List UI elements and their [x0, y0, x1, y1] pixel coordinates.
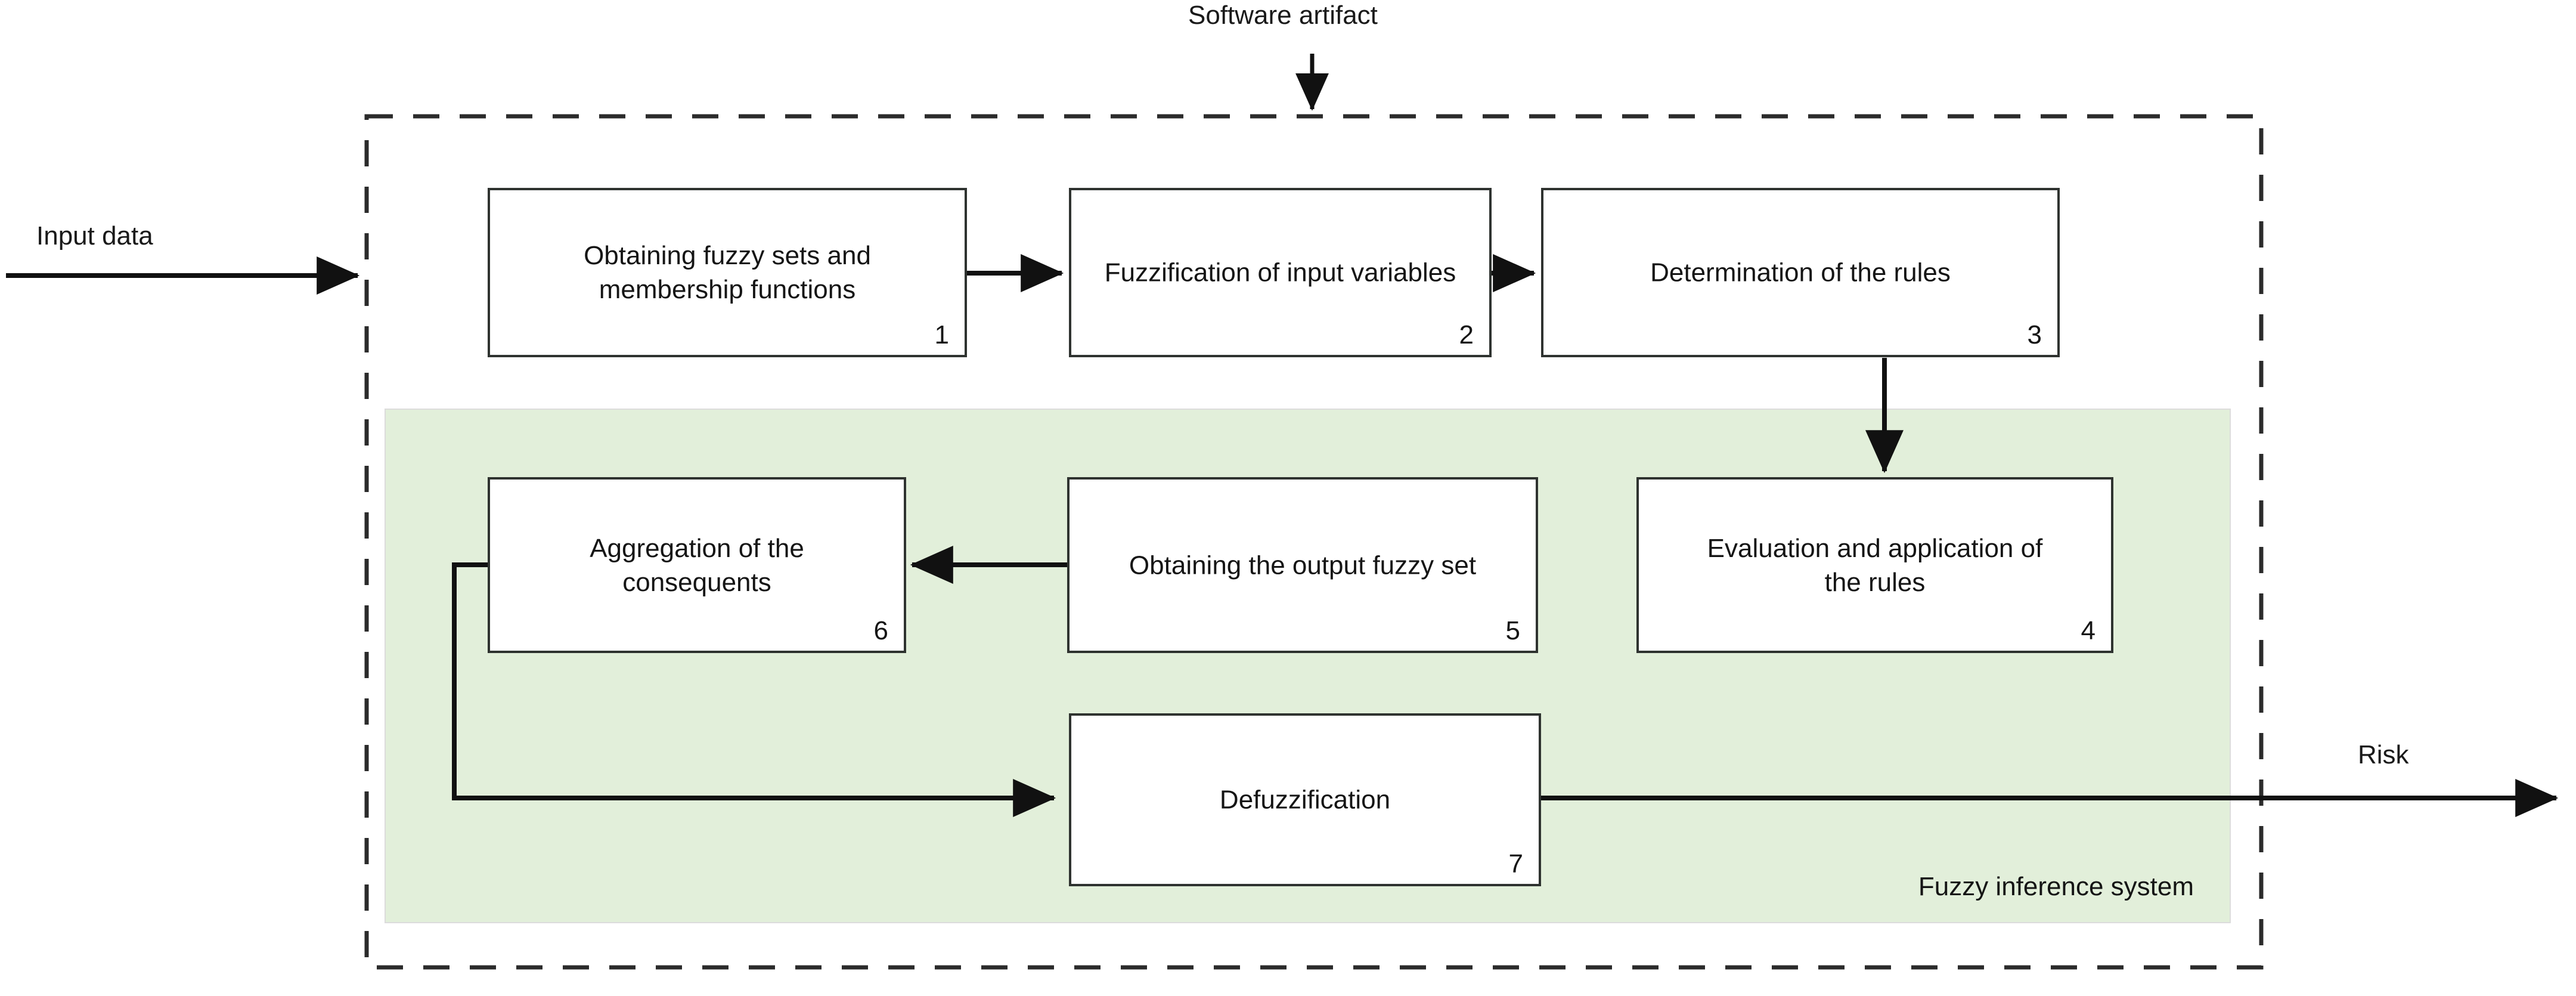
- node-6-label: Aggregation of the consequents: [590, 533, 804, 597]
- node-6-aggregation-consequents[interactable]: Aggregation of the consequents 6: [488, 477, 906, 653]
- node-4-evaluation-application[interactable]: Evaluation and application of the rules …: [1636, 477, 2113, 653]
- software-artifact-boundary: [364, 114, 2264, 970]
- node-3-number: 3: [2027, 320, 2042, 349]
- node-7-label: Defuzzification: [1219, 785, 1391, 815]
- edge-n6-to-n7: [452, 562, 1056, 817]
- node-1-obtaining-fuzzy-sets[interactable]: Obtaining fuzzy sets and membership func…: [488, 188, 967, 357]
- node-5-output-fuzzy-set[interactable]: Obtaining the output fuzzy set 5: [1067, 477, 1538, 653]
- node-7-number: 7: [1508, 849, 1523, 879]
- node-7-defuzzification[interactable]: Defuzzification 7: [1069, 713, 1541, 886]
- node-5-number: 5: [1505, 616, 1520, 645]
- risk-label: Risk: [2358, 740, 2409, 769]
- node-3-determination-of-rules[interactable]: Determination of the rules 3: [1541, 188, 2060, 357]
- software-artifact-label: Software artifact: [1188, 1, 1378, 30]
- node-1-label: Obtaining fuzzy sets and membership func…: [584, 240, 871, 304]
- node-2-number: 2: [1459, 320, 1474, 349]
- node-1-number: 1: [934, 320, 949, 349]
- input-data-label: Input data: [36, 221, 153, 250]
- node-6-number: 6: [873, 616, 888, 645]
- node-2-label: Fuzzification of input variables: [1104, 258, 1456, 287]
- node-2-fuzzification[interactable]: Fuzzification of input variables 2: [1069, 188, 1492, 357]
- node-4-number: 4: [2081, 616, 2095, 645]
- node-5-label: Obtaining the output fuzzy set: [1129, 550, 1477, 580]
- node-3-label: Determination of the rules: [1650, 258, 1951, 287]
- node-4-label: Evaluation and application of the rules: [1707, 533, 2043, 597]
- fuzzy-inference-system-label: Fuzzy inference system: [1918, 872, 2194, 901]
